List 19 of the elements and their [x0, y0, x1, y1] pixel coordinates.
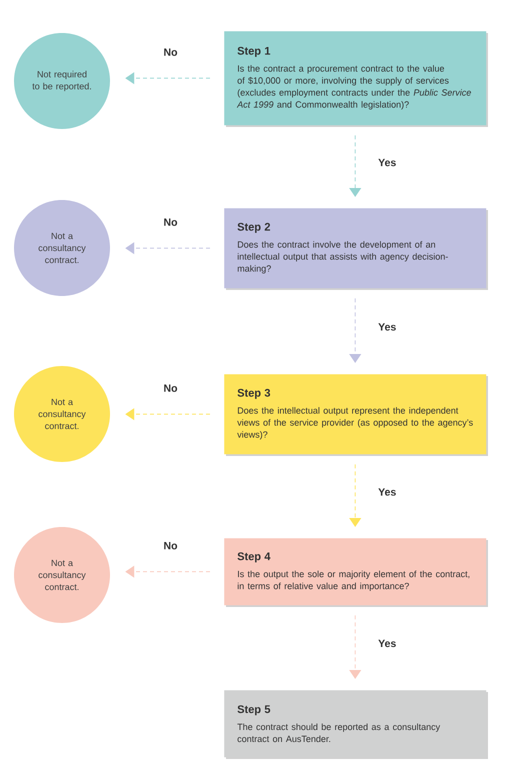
step-box: Step 1 Is the contract a procurement contract to the value of $10,000 or more, involving the supply of services (excludes employment contracts under the Public Service Act 1999 and Commonwealth legislation)?: [224, 31, 486, 126]
edge-label: Yes: [378, 488, 396, 496]
node-label: The contract should be reported as a consultancy contract on AusTender.: [237, 723, 440, 742]
step-box: Step 3 Does the intellectual output represent the independent views of the service provider (as opposed to the agency’s views)?: [224, 374, 486, 454]
dashed-arrow: [349, 615, 362, 679]
dashed-arrow: [349, 135, 362, 197]
step-box: Step 4 Is the output the sole or majority element of the contract, in terms of relative value and importance?: [224, 538, 486, 606]
edge-label: Yes: [378, 323, 396, 331]
edge-label: Yes: [378, 158, 396, 166]
edge-label: No: [164, 542, 178, 550]
node-label: Step 5: [238, 705, 270, 716]
edge-label: No: [164, 218, 178, 226]
step-box: Step 5 The contract should be reported as a consultancy contract on AusTender.: [224, 690, 486, 758]
step-box: Step 2 Does the contract involve the development of an intellectual output that assists with agency decision-making?: [224, 208, 486, 288]
dashed-arrow: [349, 464, 362, 527]
edge-label: No: [164, 48, 178, 56]
edge-label: No: [164, 384, 178, 392]
dashed-arrow: [349, 298, 362, 363]
edge-label: Yes: [378, 640, 396, 648]
